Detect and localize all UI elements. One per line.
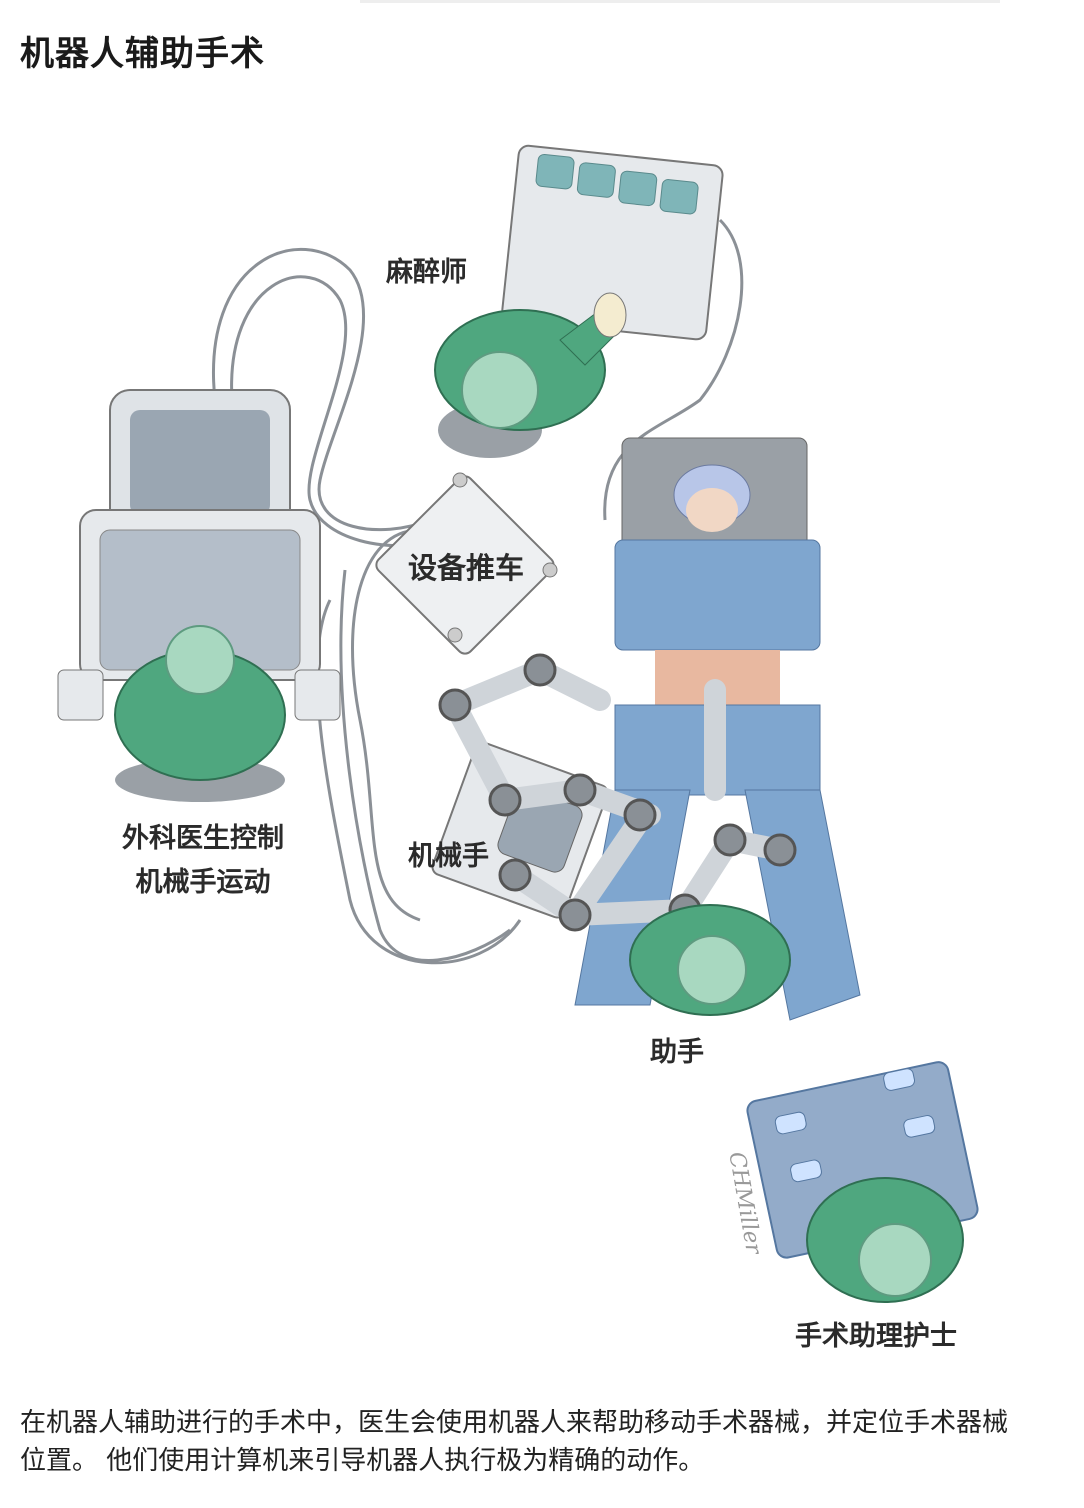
label-anesthesiologist: 麻醉师 <box>386 257 467 288</box>
equipment-cart <box>375 472 558 655</box>
robotic-arm-unit <box>431 653 797 932</box>
label-robotic-arm: 机械手 <box>408 841 489 872</box>
anesthesia-monitor <box>501 144 724 341</box>
label-assistant: 助手 <box>650 1037 704 1068</box>
surgeon-console <box>57 389 341 802</box>
page-title: 机器人辅助手术 <box>20 34 265 74</box>
anesthesiologist-figure <box>434 292 627 458</box>
label-scrub-nurse: 手术助理护士 <box>795 1321 957 1352</box>
label-surgeon-line2: 机械手运动 <box>135 867 271 898</box>
assistant-figure <box>629 904 791 1016</box>
caption-text: 在机器人辅助进行的手术中，医生会使用机器人来帮助移动手术器械，并定位手术器械位置… <box>20 1408 1009 1476</box>
label-equipment-cart: 设备推车 <box>408 551 525 585</box>
label-surgeon-line1: 外科医生控制 <box>122 823 284 854</box>
operating-room-illustration <box>0 100 1084 1380</box>
scrub-nurse-figure <box>806 1177 964 1303</box>
top-divider <box>360 0 1000 3</box>
